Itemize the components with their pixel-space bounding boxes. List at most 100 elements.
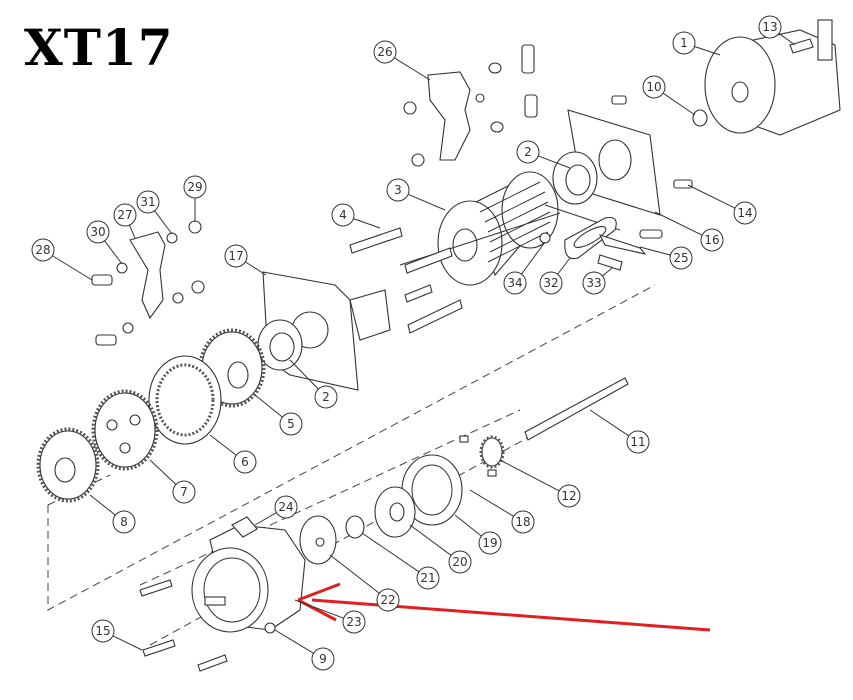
callout-circle (224, 244, 248, 268)
callout-circle (233, 450, 257, 474)
callout-number: 2 (524, 145, 532, 159)
part-shaft-11 (524, 377, 629, 441)
callout-circle (314, 385, 338, 409)
callout-circle (91, 619, 115, 643)
callout-27: 27 (113, 203, 137, 239)
callout-circle (448, 550, 472, 574)
callout-number: 5 (287, 417, 295, 431)
callout-4: 4 (331, 203, 381, 229)
callout-33: 33 (582, 267, 613, 295)
leader-line (499, 459, 560, 492)
callout-number: 32 (543, 276, 558, 290)
leader-line (639, 246, 671, 256)
callout-number: 30 (90, 225, 105, 239)
leader-line (128, 224, 136, 239)
part-bracket-26 (403, 71, 485, 167)
part-pinion-12 (459, 435, 505, 477)
callout-number: 2 (322, 390, 330, 404)
leader-line (361, 532, 420, 573)
callout-circle (416, 566, 440, 590)
callout-number: 34 (507, 276, 522, 290)
leader-line (662, 92, 696, 116)
model-title: XT17 (24, 18, 174, 77)
callout-number: 25 (673, 251, 688, 265)
leader-line (289, 359, 319, 390)
callout-12: 12 (499, 459, 581, 508)
callout-15: 15 (91, 619, 143, 651)
part-rods (349, 227, 463, 334)
leader-line (409, 524, 452, 556)
part-bushing-2-top (552, 151, 598, 205)
part-housing-23 (191, 516, 306, 634)
leader-line (52, 255, 93, 281)
callout-3: 3 (386, 178, 446, 211)
leader-line (778, 33, 796, 46)
leader-line (394, 57, 431, 81)
callout-number: 6 (241, 455, 249, 469)
callout-number: 26 (377, 45, 392, 59)
callout-circle (539, 271, 563, 295)
callout-16: 16 (654, 211, 724, 252)
leader-line (254, 512, 277, 526)
leader-line (245, 261, 267, 276)
callout-number: 9 (319, 652, 327, 666)
callout-circle (113, 203, 137, 227)
callout-number: 17 (228, 249, 243, 263)
callout-circle (758, 15, 782, 39)
callout-circle (86, 220, 110, 244)
callout-10: 10 (642, 75, 696, 116)
callout-number: 14 (737, 206, 752, 220)
part-washer-22 (299, 515, 337, 565)
callout-circle (626, 430, 650, 454)
leader-line (329, 554, 380, 594)
part-washer-21 (345, 515, 365, 539)
callout-7: 7 (149, 459, 196, 504)
leader-line (454, 514, 482, 537)
callout-number: 11 (630, 435, 645, 449)
callout-number: 23 (346, 615, 361, 629)
callout-19: 19 (454, 514, 502, 555)
callout-number: 4 (339, 208, 347, 222)
leader-line (589, 409, 630, 437)
callout-number: 24 (278, 500, 293, 514)
callout-circle (516, 140, 540, 164)
part-disc-20 (374, 486, 416, 538)
callout-circle (311, 647, 335, 671)
leader-line (353, 218, 381, 229)
callout-number: 8 (120, 515, 128, 529)
callout-26: 26 (373, 40, 431, 81)
callout-number: 10 (646, 80, 661, 94)
callout-25: 25 (639, 246, 693, 270)
callout-32: 32 (539, 257, 571, 295)
callout-circle (733, 201, 757, 225)
callout-number: 33 (586, 276, 601, 290)
callout-number: 12 (561, 489, 576, 503)
part-bushing-2-lower (257, 319, 303, 371)
callout-circle (503, 271, 527, 295)
callout-number: 3 (394, 183, 402, 197)
leader-line (469, 489, 514, 517)
callout-number: 29 (187, 180, 202, 194)
callout-17: 17 (224, 244, 267, 276)
leader-line (274, 629, 314, 654)
assembly-guide-lines (47, 284, 656, 646)
callout-number: 19 (482, 536, 497, 550)
callout-circle (557, 484, 581, 508)
leader-line (557, 257, 571, 275)
part-guide-32 (564, 216, 663, 271)
callout-23: 23 (294, 599, 366, 634)
leader-line (694, 46, 721, 56)
part-bolts-15 (139, 579, 228, 672)
callout-14: 14 (687, 184, 757, 225)
callout-circle (172, 480, 196, 504)
callout-circle (669, 246, 693, 270)
callout-circle (136, 190, 160, 214)
callout-circle (386, 178, 410, 202)
callout-24: 24 (254, 495, 298, 526)
callout-number: 18 (515, 515, 530, 529)
callout-6: 6 (209, 434, 257, 474)
leader-line (521, 241, 546, 275)
